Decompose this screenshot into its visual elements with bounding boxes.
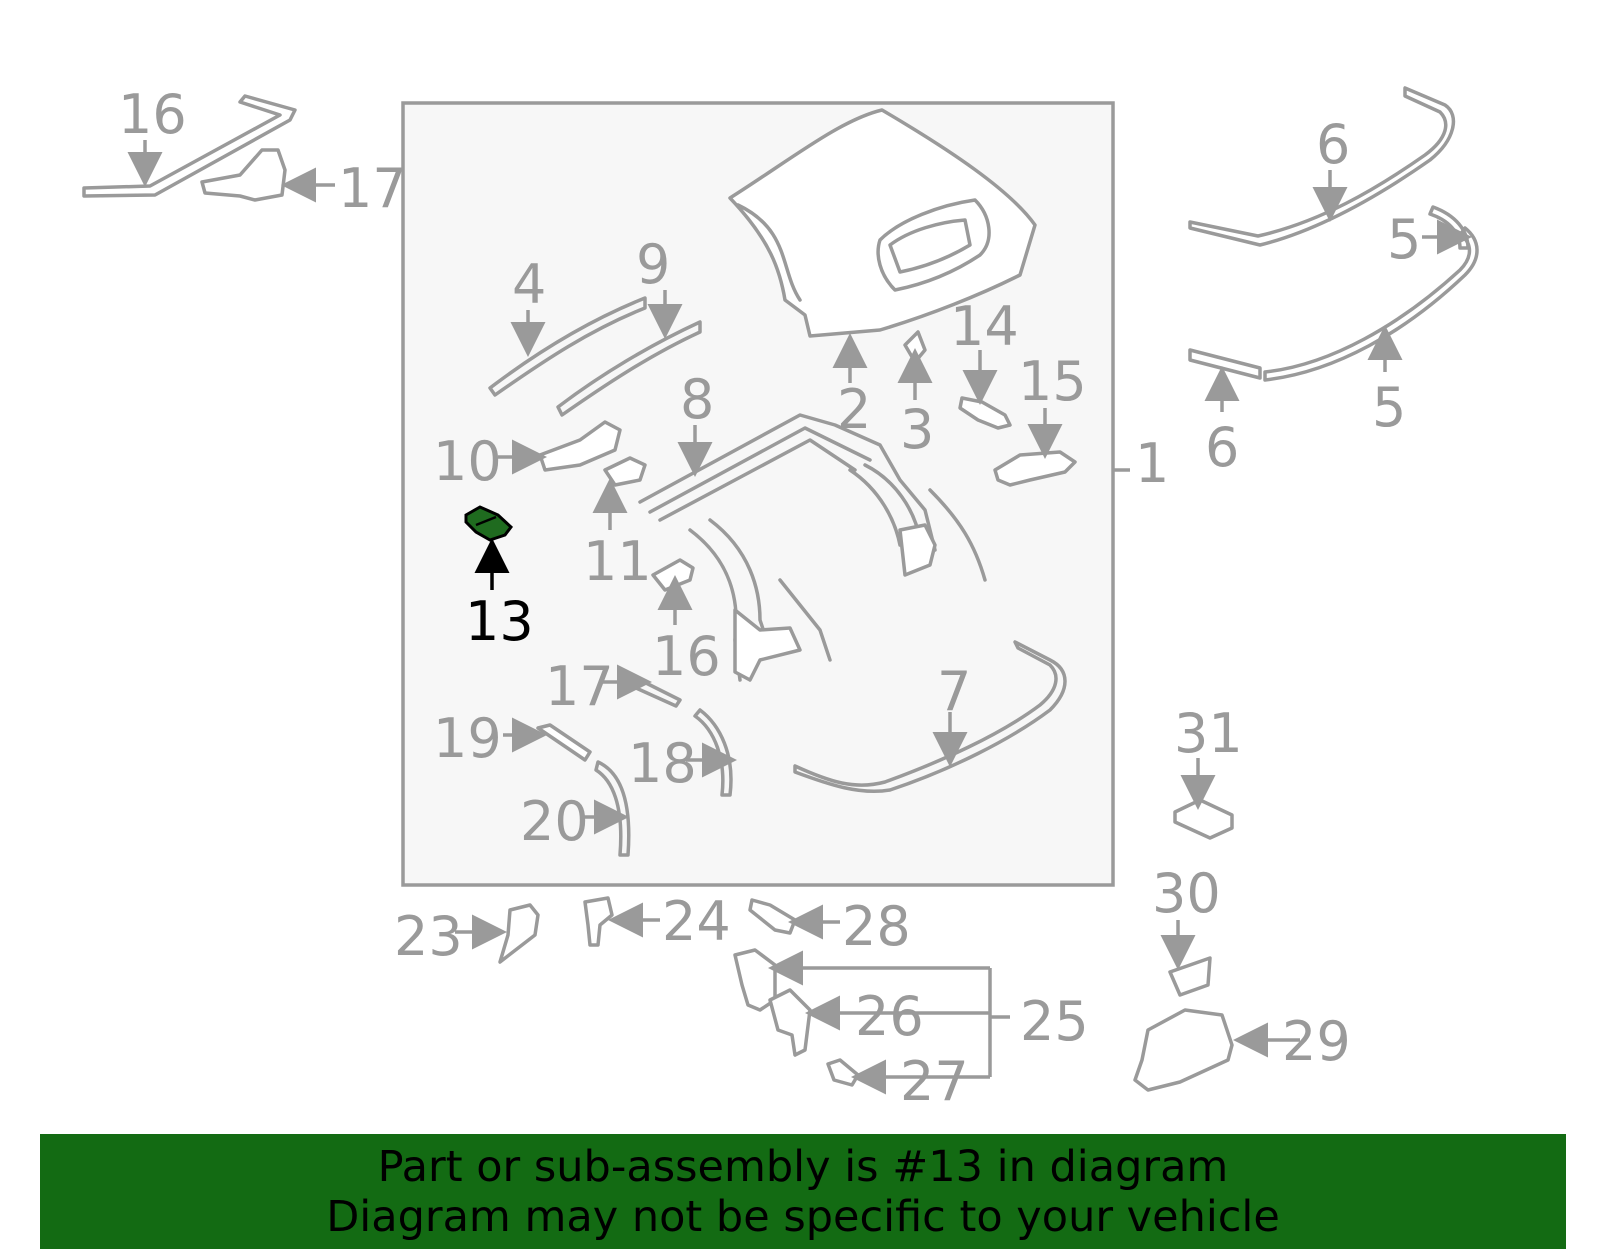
leader-lines <box>127 140 1472 1095</box>
part-27-pin[interactable] <box>826 1058 860 1087</box>
part-24-bracket[interactable] <box>583 896 614 947</box>
callout-16-label[interactable]: 16 <box>652 625 721 688</box>
part-26-bracket[interactable] <box>768 988 812 1057</box>
callout-29[interactable]: 29 <box>1282 1010 1351 1073</box>
callout-8[interactable]: 7 <box>937 660 971 723</box>
callout-1[interactable]: 1 <box>1135 432 1169 495</box>
info-banner: Part or sub-assembly is #13 in diagram D… <box>40 1134 1566 1249</box>
callout-24[interactable]: 24 <box>662 890 731 953</box>
callout-28[interactable]: 28 <box>842 895 911 958</box>
callout-2[interactable]: 2 <box>837 378 871 441</box>
part-6-end-upper[interactable] <box>1428 205 1470 250</box>
callout-7[interactable]: 6 <box>1316 113 1350 176</box>
part-31-pad[interactable] <box>1173 798 1234 840</box>
callout-6-lower[interactable]: 6 <box>1205 416 1239 479</box>
callout-19[interactable]: 19 <box>433 707 502 770</box>
part-30-cover[interactable] <box>1168 956 1212 997</box>
callout-12[interactable]: 11 <box>583 530 652 593</box>
callout-17-label[interactable]: 17 <box>545 655 614 718</box>
callout-14[interactable]: 14 <box>950 295 1019 358</box>
part-20-strip[interactable] <box>594 760 631 857</box>
part-10-strip[interactable] <box>556 320 702 417</box>
callout-20[interactable]: 20 <box>520 790 589 853</box>
part-25-bracket[interactable] <box>733 948 777 1012</box>
part-6-end-lower[interactable] <box>1188 348 1262 380</box>
callout-31[interactable]: 31 <box>1174 702 1243 765</box>
callout-15[interactable]: 15 <box>1018 350 1087 413</box>
part-8-weatherstrip[interactable] <box>793 640 1067 794</box>
banner-line-1: Part or sub-assembly is #13 in diagram <box>377 1142 1229 1192</box>
callout-6-upper[interactable]: 5 <box>1387 208 1421 271</box>
part-11-bracket[interactable] <box>538 420 622 472</box>
callout-10[interactable]: 9 <box>636 233 670 296</box>
callout-11[interactable]: 10 <box>433 430 502 493</box>
callout-30[interactable]: 30 <box>1152 862 1221 925</box>
part-23-guide[interactable] <box>498 903 540 964</box>
callout-4[interactable]: 4 <box>512 253 546 316</box>
callout-27[interactable]: 27 <box>900 1050 969 1113</box>
callout-5-label[interactable]: 5 <box>1372 376 1406 439</box>
part-28-clip[interactable] <box>748 898 797 935</box>
part-9-frame[interactable] <box>638 413 987 682</box>
callout-25[interactable]: 25 <box>1020 990 1089 1053</box>
part-29-housing[interactable] <box>1133 1008 1234 1092</box>
callout-22[interactable]: 17 <box>338 157 407 220</box>
callout-13-highlighted[interactable]: 13 <box>465 590 534 653</box>
part-18-strip[interactable] <box>693 708 733 797</box>
callout-9[interactable]: 8 <box>680 368 714 431</box>
part-13-highlighted[interactable] <box>464 505 514 542</box>
callout-3[interactable]: 3 <box>900 398 934 461</box>
callout-21[interactable]: 16 <box>118 83 187 146</box>
banner-line-2: Diagram may not be specific to your vehi… <box>326 1192 1280 1242</box>
callout-18[interactable]: 18 <box>628 732 697 795</box>
part-21-strip[interactable] <box>82 94 297 198</box>
callout-26[interactable]: 26 <box>855 985 924 1048</box>
part-5-weatherstrip[interactable] <box>1263 226 1479 382</box>
callout-labels: 16 17 4 9 2 3 14 15 8 10 11 13 16 16 17 … <box>118 83 1421 1113</box>
part-2-top-cover[interactable] <box>728 108 1037 338</box>
callout-23[interactable]: 23 <box>394 905 463 968</box>
part-22-hinge[interactable] <box>200 148 287 202</box>
